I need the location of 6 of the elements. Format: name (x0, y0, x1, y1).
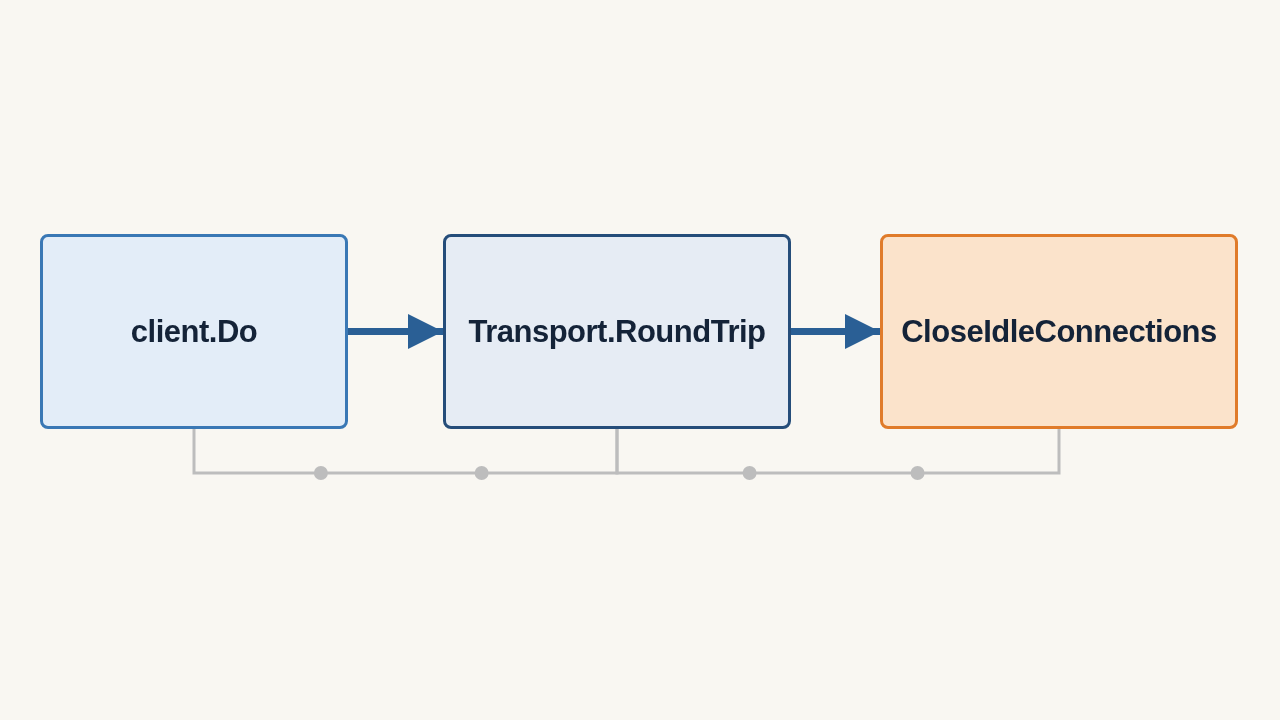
node-label: Transport.RoundTrip (468, 313, 766, 350)
node-label: client.Do (130, 313, 258, 350)
process-box (40, 234, 348, 429)
process-box (880, 234, 1238, 429)
node-label: CloseIdleConnections (901, 313, 1217, 350)
process-box (443, 234, 791, 429)
